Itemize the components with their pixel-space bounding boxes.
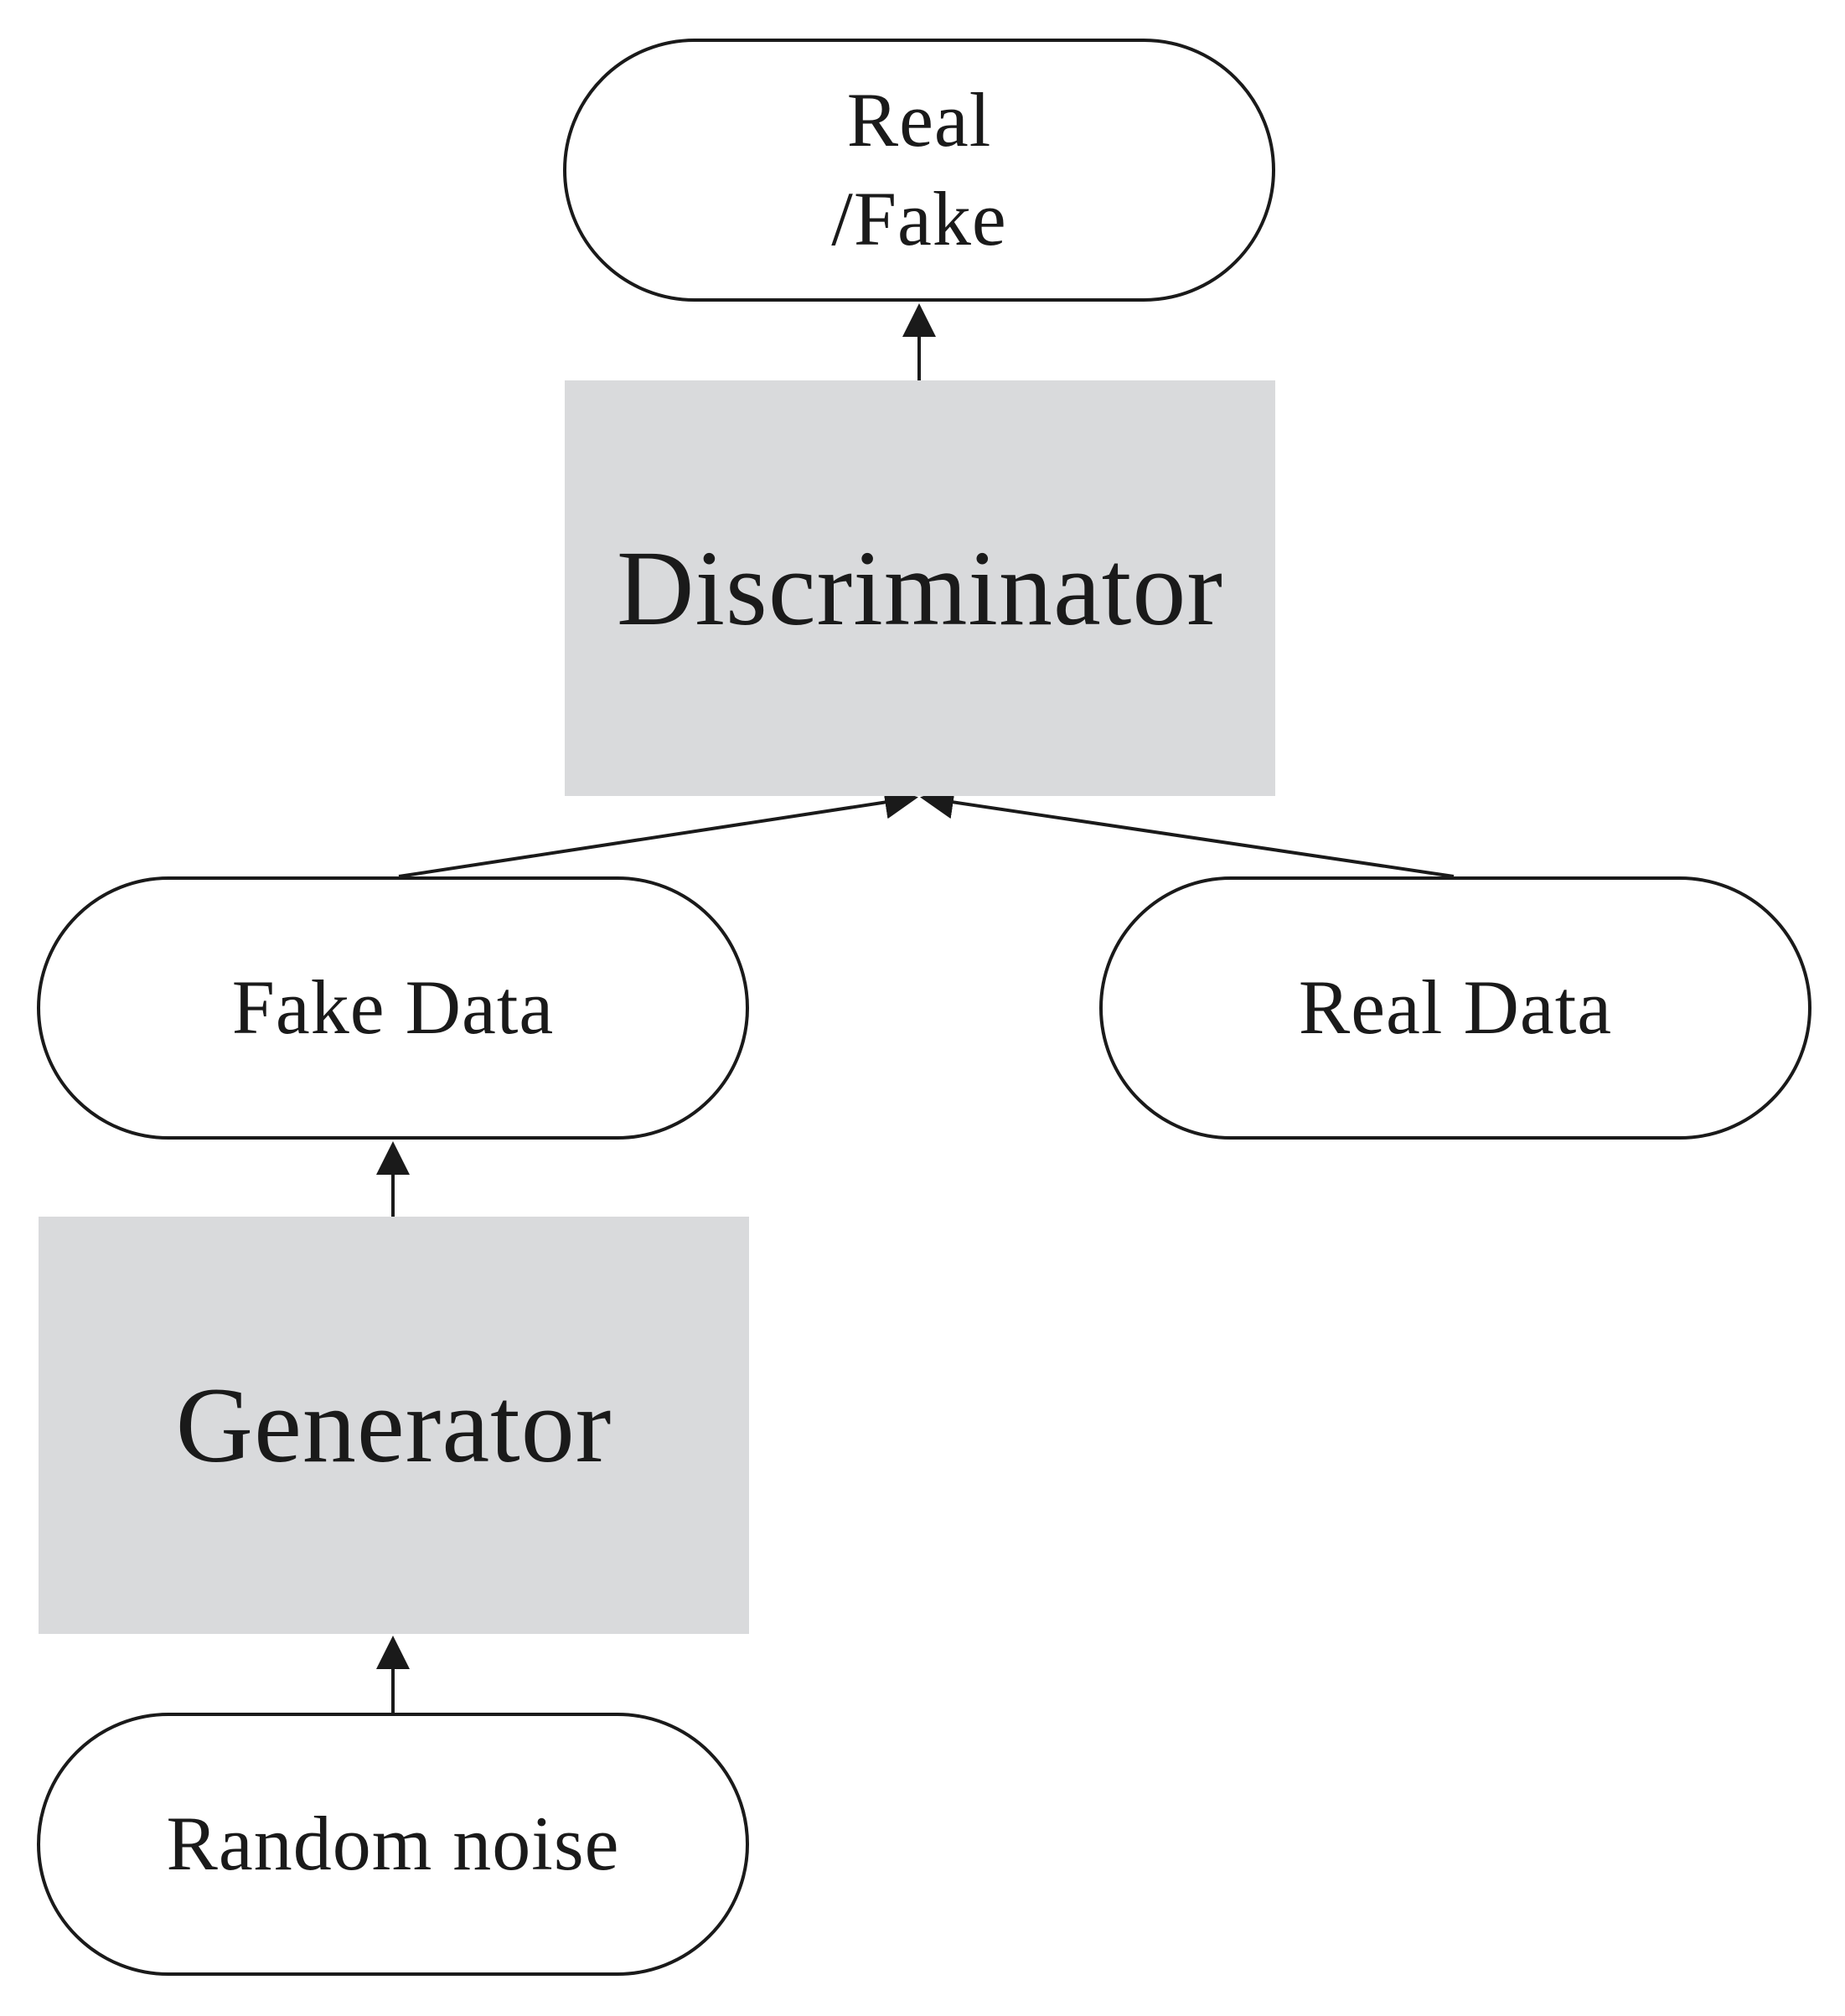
real-fake-label-line2: /Fake [831,176,1007,261]
generator-node: Generator [39,1217,749,1634]
arrow-real-data-to-discriminator [920,785,1455,878]
arrow-fake-data-to-discriminator [398,785,918,878]
discriminator-label: Discriminator [617,528,1223,648]
real-data-label: Real Data [1298,964,1613,1051]
random-noise-label: Random noise [166,1801,620,1887]
fake-data-node: Fake Data [37,876,749,1140]
real-fake-label: Real /Fake [831,71,1006,269]
generator-label: Generator [175,1365,612,1485]
real-fake-output-node: Real /Fake [563,39,1275,302]
random-noise-node: Random noise [37,1713,749,1976]
real-data-node: Real Data [1099,876,1811,1140]
real-fake-label-line1: Real [846,77,992,163]
fake-data-label: Fake Data [231,964,555,1051]
discriminator-node: Discriminator [565,380,1275,796]
